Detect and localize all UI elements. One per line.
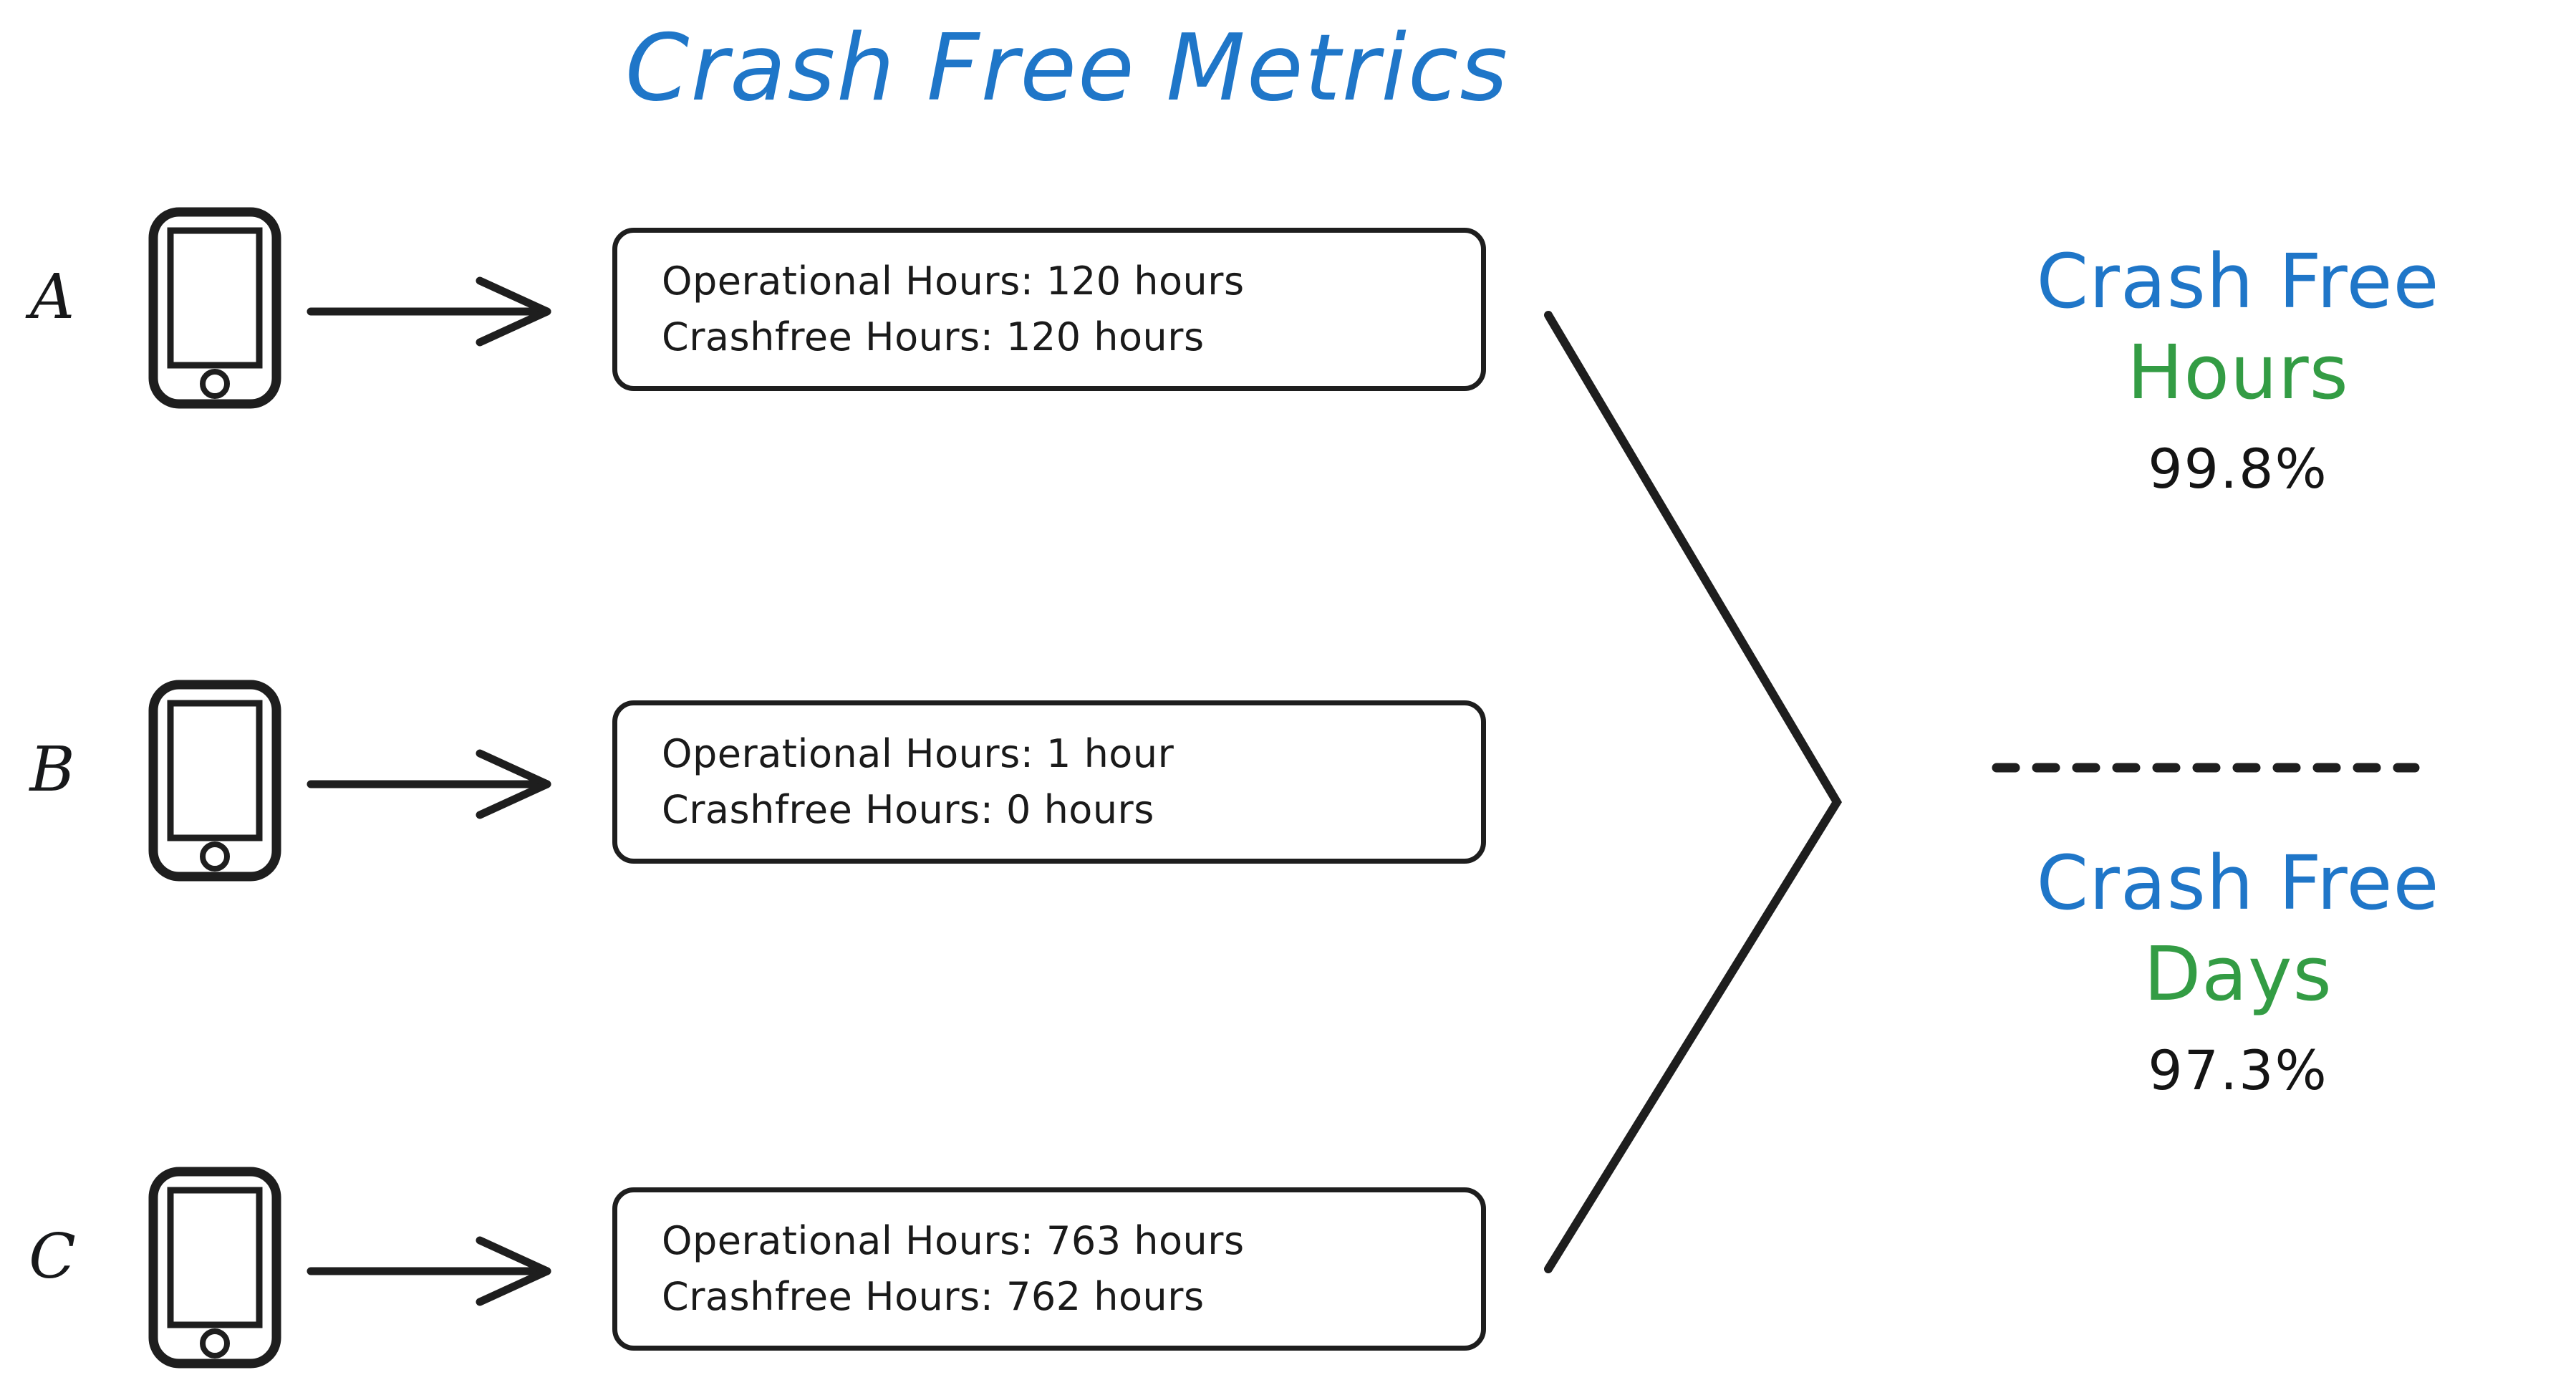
right-arrow-icon bbox=[301, 745, 566, 824]
result-days-title-accent: Days bbox=[2143, 930, 2333, 1018]
operational-hours-b: Operational Hours: 1 hour bbox=[662, 730, 1174, 776]
crashfree-hours-c: Crashfree Hours: 762 hours bbox=[662, 1274, 1205, 1319]
device-row-a: A Operational Hours: 120 hours Crashfree… bbox=[0, 201, 1518, 415]
device-row-b: B Operational Hours: 1 hour Crashfree Ho… bbox=[0, 673, 1518, 888]
result-days-title-primary: Crash Free bbox=[2036, 839, 2440, 927]
right-arrow-icon bbox=[301, 272, 566, 351]
dashed-divider bbox=[1991, 763, 2421, 773]
chevron-right-aggregator-icon bbox=[1518, 279, 1891, 1311]
operational-hours-a: Operational Hours: 120 hours bbox=[662, 258, 1245, 304]
smartphone-icon bbox=[143, 201, 286, 415]
metrics-box-a: Operational Hours: 120 hours Crashfree H… bbox=[612, 228, 1486, 391]
result-hours-title-accent: Hours bbox=[2127, 328, 2349, 416]
crashfree-hours-b: Crashfree Hours: 0 hours bbox=[662, 787, 1154, 832]
smartphone-icon bbox=[143, 673, 286, 888]
right-arrow-icon bbox=[301, 1232, 566, 1311]
result-block-days: Crash Free Days 97.3% bbox=[1898, 838, 2576, 1106]
operational-hours-c: Operational Hours: 763 hours bbox=[662, 1217, 1245, 1263]
metrics-box-b: Operational Hours: 1 hour Crashfree Hour… bbox=[612, 700, 1486, 864]
page-title: Crash Free Metrics bbox=[625, 15, 1509, 122]
result-days-value: 97.3% bbox=[2148, 1038, 2328, 1102]
result-hours-title-primary: Crash Free bbox=[2036, 238, 2440, 325]
result-block-hours: Crash Free Hours 99.8% bbox=[1898, 236, 2576, 505]
result-hours-value: 99.8% bbox=[2148, 436, 2328, 501]
smartphone-icon bbox=[143, 1160, 286, 1375]
results-panel: Crash Free Hours 99.8% Crash Free Days 9… bbox=[1898, 236, 2576, 1354]
device-row-c: C Operational Hours: 763 hours Crashfree… bbox=[0, 1160, 1518, 1375]
metrics-box-c: Operational Hours: 763 hours Crashfree H… bbox=[612, 1187, 1486, 1351]
device-label-b: B bbox=[29, 734, 75, 806]
device-label-a: A bbox=[29, 261, 75, 333]
crashfree-hours-a: Crashfree Hours: 120 hours bbox=[662, 314, 1205, 360]
device-label-c: C bbox=[29, 1221, 76, 1293]
